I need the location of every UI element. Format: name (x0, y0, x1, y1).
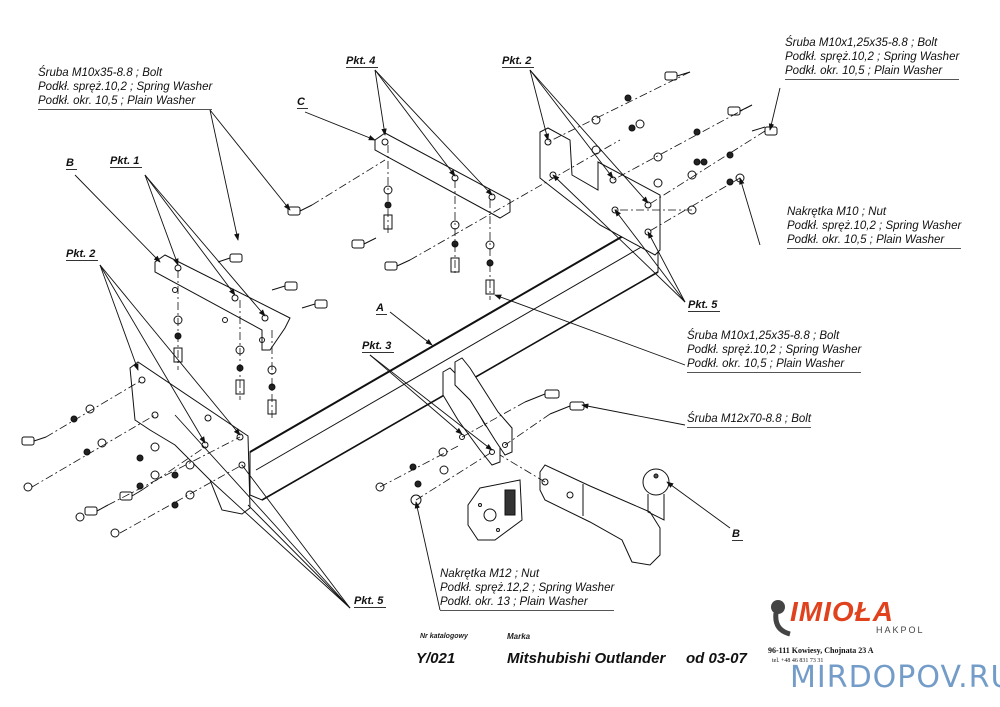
callout-line: Podkł. spręż.10,2 ; Spring Washer (38, 81, 213, 93)
callout-line: Nakrętka M12 ; Nut (440, 568, 540, 580)
callout-line: Podkł. okr. 10,5 ; Plain Washer (38, 95, 196, 107)
towbar-ball-mount (539, 464, 670, 566)
callout-nut-m12: Nakrętka M12 ; Nut Podkł. spręż.12,2 ; S… (440, 567, 615, 611)
vehicle-brand: Mitshubishi Outlander (507, 650, 666, 667)
vehicle-date: od 03-07 (686, 650, 747, 667)
tag-pkt3: Pkt. 3 (362, 340, 395, 353)
bracket-left-upper (154, 254, 291, 351)
tag-part-b-right: B (732, 528, 743, 541)
company-sub-brand: HAKPOL (876, 625, 925, 635)
company-phone: tel. +48 46 831 73 31 (772, 658, 824, 664)
callout-line: Nakrętka M10 ; Nut (787, 206, 887, 218)
catalog-number: Y/021 (416, 650, 456, 667)
towball-logo-icon (771, 600, 791, 637)
tag-part-c: C (297, 96, 308, 109)
callout-bolt-m12x70: Śruba M12x70-8.8 ; Bolt (687, 412, 812, 428)
tag-part-b-left: B (66, 157, 77, 170)
callout-line: Podkł. okr. 10,5 ; Plain Washer (785, 65, 943, 77)
tag-part-a: A (376, 302, 387, 315)
callout-line: Podkł. okr. 10,5 ; Plain Washer (687, 358, 845, 370)
tag-pkt2-left: Pkt. 2 (66, 248, 99, 261)
watermark: MIRDOPOV.RU (790, 660, 1000, 695)
tag-pkt4: Pkt. 4 (346, 55, 379, 68)
brand-label: Marka (507, 632, 531, 641)
catalog-number-label: Nr katalogowy (420, 633, 468, 640)
tag-pkt5-right: Pkt. 5 (688, 299, 721, 312)
company-logo: IMIOŁA (790, 596, 894, 627)
callout-bolt-m10x35: Śruba M10x35-8.8 ; Bolt Podkł. spręż.10,… (38, 66, 213, 110)
callout-line: Śruba M12x70-8.8 ; Bolt (687, 413, 812, 425)
leader-lines (74, 69, 781, 611)
bracket-right-plate (539, 127, 661, 256)
tag-pkt5-bottom: Pkt. 5 (354, 595, 387, 608)
callout-line: Podkł. spręż.12,2 ; Spring Washer (440, 582, 615, 594)
tag-pkt1: Pkt. 1 (110, 155, 143, 168)
callout-nut-m10: Nakrętka M10 ; Nut Podkł. spręż.10,2 ; S… (787, 205, 962, 249)
assembly-lines (31, 71, 766, 534)
callout-line: Podkł. spręż.10,2 ; Spring Washer (787, 220, 962, 232)
callout-line: Podkł. spręż.10,2 ; Spring Washer (687, 344, 862, 356)
callout-bolt-m10x125-top: Śruba M10x1,25x35-8.8 ; Bolt Podkł. sprę… (785, 36, 960, 80)
callout-line: Podkł. okr. 13 ; Plain Washer (440, 596, 588, 608)
callout-line: Śruba M10x1,25x35-8.8 ; Bolt (687, 330, 840, 342)
callout-line: Podkł. okr. 10,5 ; Plain Washer (787, 234, 945, 246)
callout-bolt-m10x125-mid: Śruba M10x1,25x35-8.8 ; Bolt Podkł. sprę… (687, 329, 862, 373)
callout-line: Podkł. spręż.10,2 ; Spring Washer (785, 51, 960, 63)
company-address: 96-111 Kowiesy, Chojnata 23 A (768, 646, 874, 655)
tag-pkt2-top: Pkt. 2 (502, 55, 535, 68)
callout-line: Śruba M10x35-8.8 ; Bolt (38, 67, 163, 79)
callout-line: Śruba M10x1,25x35-8.8 ; Bolt (785, 37, 938, 49)
socket-plate (467, 479, 523, 541)
